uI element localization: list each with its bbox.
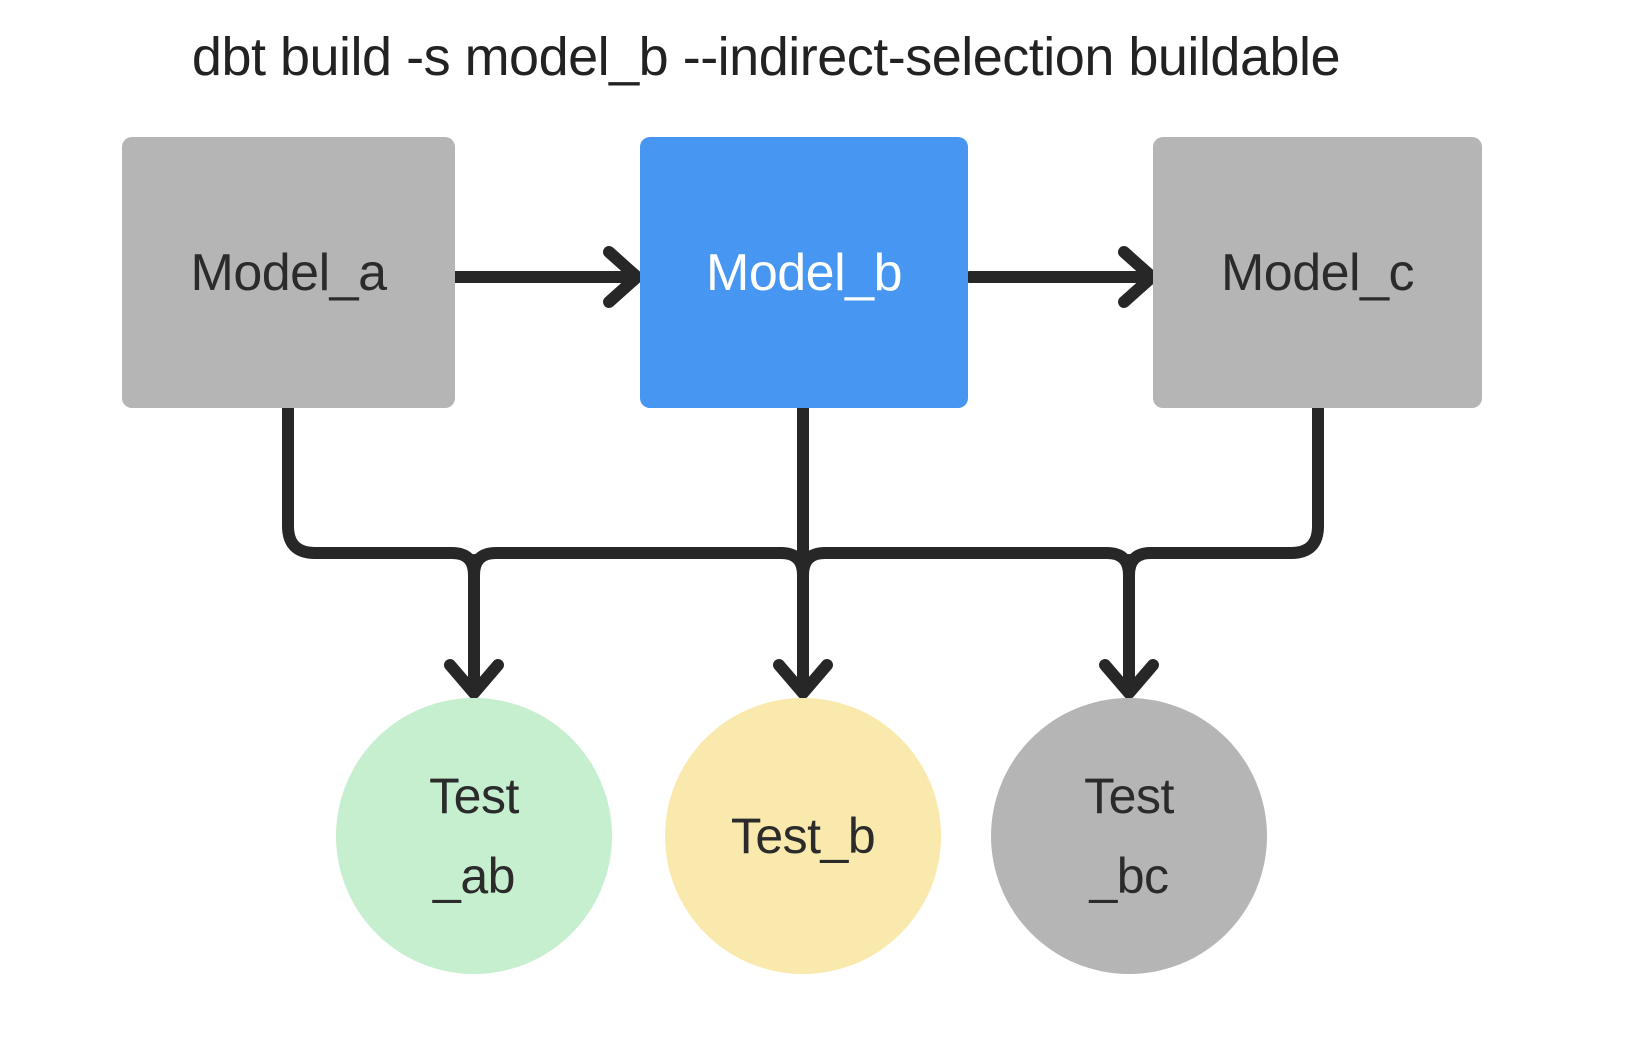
node-test-ab-label-line2: _ab (433, 848, 515, 904)
node-test-b: Test_b (665, 698, 941, 974)
node-model-c: Model_c (1153, 137, 1482, 408)
node-model-a: Model_a (122, 137, 455, 408)
edge-model-c-down (1285, 396, 1324, 559)
edge-bus (309, 547, 1297, 581)
arrowhead-model-a-to-model-b-icon (603, 246, 643, 308)
node-model-b-label: Model_b (706, 243, 902, 302)
node-model-b: Model_b (640, 137, 968, 408)
diagram-title: dbt build -s model_b --indirect-selectio… (191, 27, 1341, 87)
node-test-bc-label-line2: _bc (1089, 848, 1169, 904)
node-model-c-label: Model_c (1220, 243, 1415, 302)
node-test-ab: Test _ab (336, 698, 612, 974)
node-test-ab-label-line1: Test (429, 768, 519, 824)
node-model-a-label: Model_a (190, 243, 387, 302)
arrowhead-test-bc-icon (1099, 659, 1159, 699)
node-test-b-label-line1: Test_b (730, 808, 876, 864)
arrowhead-test-b-icon (773, 659, 833, 699)
arrowhead-test-ab-icon (444, 659, 504, 699)
node-test-bc: Test _bc (991, 698, 1267, 974)
edge-model-a-down (282, 396, 321, 559)
node-test-bc-label-line1: Test (1084, 768, 1174, 824)
arrowhead-model-b-to-model-c-icon (1118, 246, 1158, 308)
